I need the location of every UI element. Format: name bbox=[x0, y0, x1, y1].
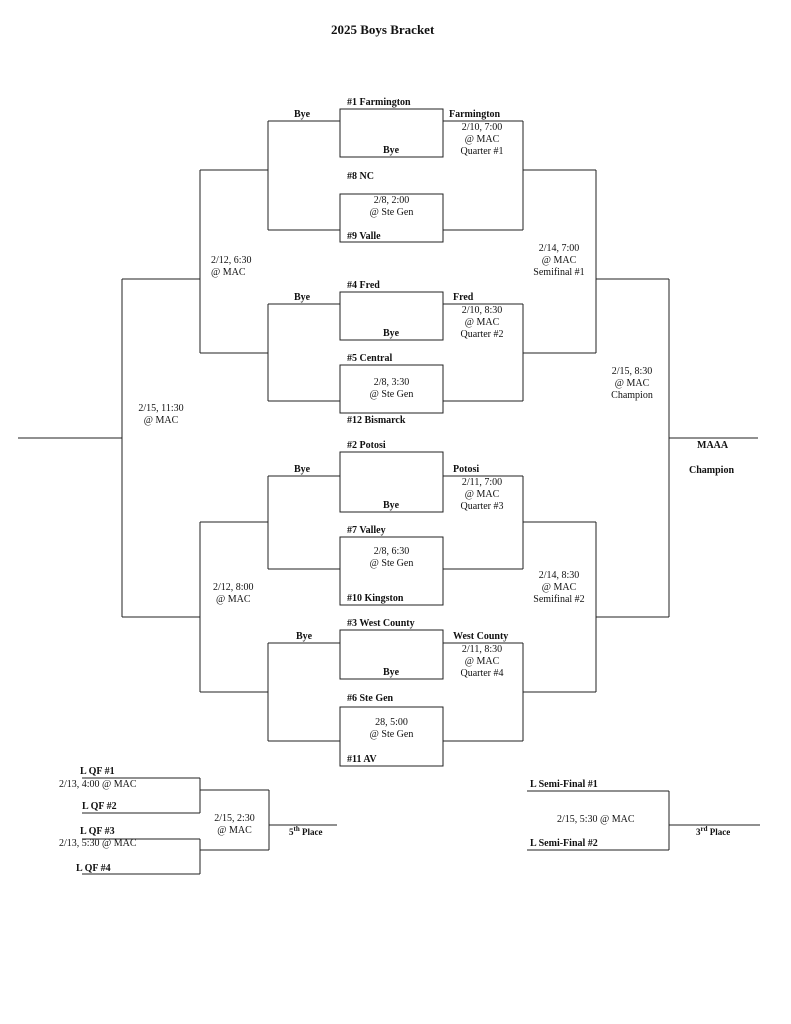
third-place-label: 3rd Place bbox=[696, 825, 731, 838]
game-site: @ MAC bbox=[211, 267, 246, 278]
round-label: Quarter #4 bbox=[460, 668, 504, 679]
seed-label-central: #5 Central bbox=[347, 353, 393, 364]
round-label: Champion bbox=[611, 390, 653, 401]
game-site: @ MAC bbox=[541, 255, 577, 266]
game-box-g6 bbox=[339, 536, 444, 606]
game-site: @ Ste Gen bbox=[369, 207, 414, 218]
game-site: @ MAC bbox=[143, 415, 179, 426]
bye-label: Bye bbox=[383, 328, 400, 339]
game-date: 2/14, 7:00 bbox=[538, 243, 580, 254]
lsf1-label: L Semi-Final #1 bbox=[530, 779, 598, 790]
game-site: @ MAC bbox=[464, 489, 500, 500]
round-label: Quarter #2 bbox=[460, 329, 504, 340]
game-box-g1 bbox=[339, 108, 444, 158]
game-date: 2/15, 11:30 bbox=[138, 403, 184, 414]
game-date: 2/11, 8:30 bbox=[461, 644, 503, 655]
lqf3-game: 2/13, 5:30 @ MAC bbox=[59, 838, 137, 849]
round-label: Quarter #1 bbox=[460, 146, 504, 157]
game-box-g4 bbox=[339, 364, 444, 414]
game-box-g8 bbox=[339, 706, 444, 767]
seed-label-kingston: #10 Kingston bbox=[347, 593, 404, 604]
game-site: @ MAC bbox=[464, 656, 500, 667]
game-box-g7 bbox=[339, 629, 444, 680]
seed-label-nc: #8 NC bbox=[347, 171, 374, 182]
bye-label: Bye bbox=[383, 500, 400, 511]
bye-label: Bye bbox=[294, 109, 311, 120]
game-site: @ MAC bbox=[464, 134, 500, 145]
game-date: 28, 5:00 bbox=[375, 717, 408, 728]
game-date: 2/10, 7:00 bbox=[461, 122, 503, 133]
winner-label: Fred bbox=[453, 292, 474, 303]
bye-label: Bye bbox=[294, 292, 311, 303]
seed-label-fred: #4 Fred bbox=[347, 280, 380, 291]
game-date: 2/8, 3:30 bbox=[373, 377, 410, 388]
bye-label: Bye bbox=[296, 631, 313, 642]
lqf3-label: L QF #3 bbox=[80, 826, 115, 837]
game-site: @ Ste Gen bbox=[369, 389, 414, 400]
game-date: 2/8, 2:00 bbox=[373, 195, 410, 206]
lqf1-label: L QF #1 bbox=[80, 766, 115, 777]
game-date: 2/15, 2:30 bbox=[214, 813, 255, 824]
round-label: Semifinal #1 bbox=[533, 267, 585, 278]
game-date: 2/11, 7:00 bbox=[461, 477, 503, 488]
game-site: @ MAC bbox=[614, 378, 650, 389]
game-site: @ MAC bbox=[217, 825, 252, 836]
game-site: @ Ste Gen bbox=[369, 729, 414, 740]
page-title: 2025 Boys Bracket bbox=[331, 22, 435, 37]
seed-label-valle: #9 Valle bbox=[347, 231, 381, 242]
game-date: 2/10, 8:30 bbox=[461, 305, 503, 316]
game-box-g2 bbox=[339, 193, 444, 243]
bye-label: Bye bbox=[383, 145, 400, 156]
seed-label-potosi: #2 Potosi bbox=[347, 440, 386, 451]
game-site: @ Ste Gen bbox=[369, 558, 414, 569]
round-label: Quarter #3 bbox=[460, 501, 504, 512]
game-site: @ MAC bbox=[464, 317, 500, 328]
lqf4-label: L QF #4 bbox=[76, 863, 111, 874]
game-site: @ MAC bbox=[216, 594, 251, 605]
fifth-place-label: 5th Place bbox=[289, 825, 323, 838]
game-site: @ MAC bbox=[541, 582, 577, 593]
winner-label: Farmington bbox=[449, 109, 501, 120]
seed-label-valley: #7 Valley bbox=[347, 525, 386, 536]
seed-label-farmington: #1 Farmington bbox=[347, 97, 411, 108]
third-game: 2/15, 5:30 @ MAC bbox=[557, 814, 635, 825]
game-date: 2/15, 8:30 bbox=[611, 366, 653, 377]
round-label: Semifinal #2 bbox=[533, 594, 585, 605]
bye-label: Bye bbox=[383, 667, 400, 678]
lqf1-game: 2/13, 4:00 @ MAC bbox=[59, 779, 137, 790]
seed-label-bismarck: #12 Bismarck bbox=[347, 415, 406, 426]
seed-label-ste-gen: #6 Ste Gen bbox=[347, 693, 394, 704]
champion-title: MAAA bbox=[697, 440, 729, 451]
game-date: 2/12, 6:30 bbox=[211, 255, 252, 266]
winner-label: Potosi bbox=[453, 464, 480, 475]
winner-label: West County bbox=[453, 631, 509, 642]
lqf2-label: L QF #2 bbox=[82, 801, 117, 812]
lsf2-label: L Semi-Final #2 bbox=[530, 838, 598, 849]
game-box-g3 bbox=[339, 291, 444, 341]
seed-label-west-county: #3 West County bbox=[347, 618, 415, 629]
game-date: 2/14, 8:30 bbox=[538, 570, 580, 581]
game-box-g5 bbox=[339, 451, 444, 513]
bye-label: Bye bbox=[294, 464, 311, 475]
game-date: 2/8, 6:30 bbox=[373, 546, 410, 557]
seed-label-av: #11 AV bbox=[347, 754, 377, 765]
game-date: 2/12, 8:00 bbox=[213, 582, 254, 593]
champion-label: Champion bbox=[689, 465, 735, 476]
